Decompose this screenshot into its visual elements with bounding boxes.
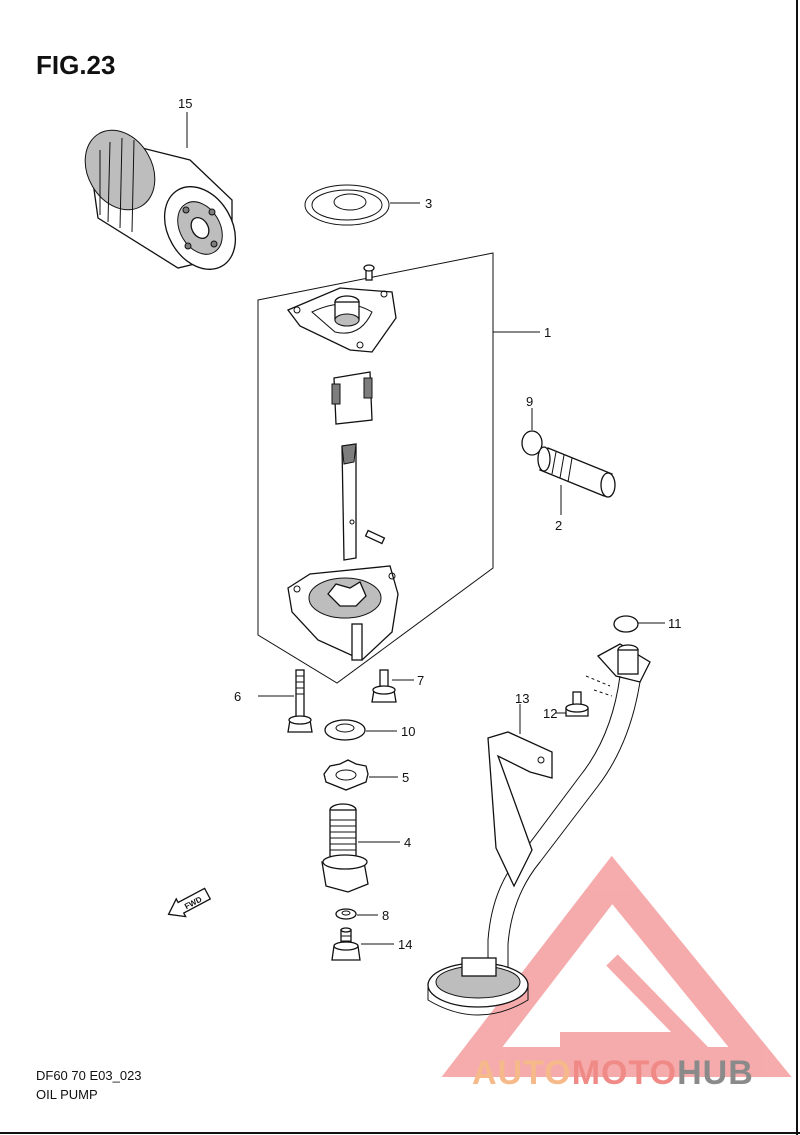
callout-3: 3 xyxy=(425,196,432,211)
relief-plug-4-part xyxy=(321,803,369,893)
o-ring-11-part xyxy=(613,615,639,633)
assembly-outline xyxy=(257,252,494,684)
callout-12: 7 xyxy=(417,673,424,688)
callout-2: 2 xyxy=(555,518,562,533)
watermark-text: AUTOMOTOHUB xyxy=(472,1054,754,1092)
union-fitting-part xyxy=(537,446,616,498)
watermark-part-2: MOTO xyxy=(572,1054,677,1092)
oil-filter-part xyxy=(84,129,237,270)
figure-code: DF60 70 E03_023 xyxy=(36,1068,142,1083)
gasket-part xyxy=(304,184,390,226)
lock-washer-5-part xyxy=(323,759,369,791)
watermark-part-1: AUTO xyxy=(472,1054,572,1092)
callout-1: 1 xyxy=(544,325,551,340)
callout-13: 6 xyxy=(234,689,241,704)
washer-10-part xyxy=(324,719,366,741)
pump-shaft-part xyxy=(341,443,357,561)
callout-15: 15 xyxy=(178,96,192,111)
figure-title: FIG.23 xyxy=(36,50,115,80)
oil-strainer-part xyxy=(427,643,651,1016)
watermark-logo xyxy=(441,855,792,1077)
pump-body-part xyxy=(287,565,399,661)
callout-14: 14 xyxy=(398,937,412,952)
strainer-bracket-part xyxy=(487,731,553,888)
watermark-part-3: HUB xyxy=(677,1054,754,1092)
callout-8: 8 xyxy=(382,908,389,923)
callout-6: 13 xyxy=(515,691,529,706)
callout-9: 9 xyxy=(526,394,533,409)
fwd-arrow-icon: FWD xyxy=(167,887,212,918)
bolt-7-part xyxy=(565,691,589,717)
callout-5: 5 xyxy=(402,770,409,785)
bolt-12-part xyxy=(371,669,397,703)
pin-part xyxy=(364,529,386,545)
callout-11: 11 xyxy=(668,616,682,631)
bolt-14-part xyxy=(331,927,361,961)
figure-name: OIL PUMP xyxy=(36,1087,98,1102)
o-ring-9-part xyxy=(521,430,543,456)
long-bolt-13-part xyxy=(287,669,313,733)
inner-rotor-part xyxy=(331,371,373,425)
callout-10: 10 xyxy=(401,724,415,739)
callout-7: 12 xyxy=(543,706,557,721)
washer-8-part xyxy=(335,908,357,920)
callout-4: 4 xyxy=(404,835,411,850)
pump-cover-part xyxy=(286,264,397,353)
